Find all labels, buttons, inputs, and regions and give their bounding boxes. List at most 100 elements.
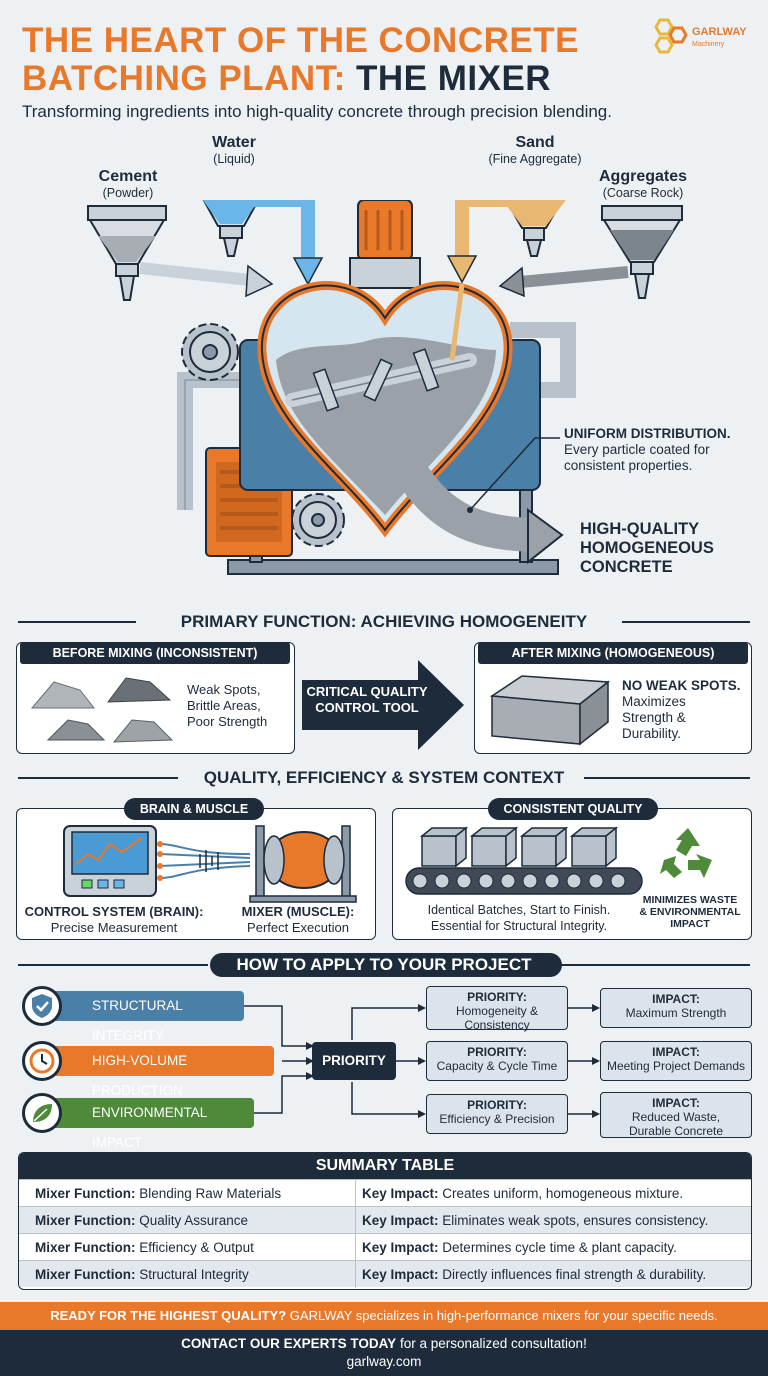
summary-table: SUMMARY TABLE Mixer Function: Blending R… bbox=[18, 1152, 752, 1290]
apply-heading-text: HOW TO APPLY TO YOUR PROJECT bbox=[236, 955, 532, 974]
row-key: Mixer Function: bbox=[35, 1267, 136, 1282]
divider bbox=[560, 964, 750, 966]
row-value: Efficiency & Output bbox=[139, 1240, 254, 1255]
row-key: Key Impact: bbox=[362, 1213, 439, 1228]
contact-bold: CONTACT OUR EXPERTS TODAY bbox=[181, 1336, 397, 1351]
after-mixing-text: NO WEAK SPOTS. Maximizes Strength & Dura… bbox=[622, 678, 741, 742]
cement-desc: (Powder) bbox=[102, 186, 154, 200]
row-key: Key Impact: bbox=[362, 1240, 439, 1255]
table-row: Mixer Function: Blending Raw Materials K… bbox=[19, 1179, 751, 1207]
row-value: Quality Assurance bbox=[139, 1213, 249, 1228]
after-title: NO WEAK SPOTS. bbox=[622, 678, 741, 693]
priority-title: PRIORITY: bbox=[467, 1045, 527, 1059]
uniform-distribution-callout: UNIFORM DISTRIBUTION. Every particle coa… bbox=[564, 426, 744, 474]
clock-icon bbox=[22, 1041, 62, 1081]
shield-icon bbox=[22, 986, 62, 1026]
output-line-2: HOMOGENEOUS bbox=[580, 539, 714, 557]
before-mixing-tab: BEFORE MIXING (INCONSISTENT) bbox=[20, 642, 290, 664]
before-text-line: Brittle Areas, bbox=[187, 698, 261, 713]
row-value: Directly influences final strength & dur… bbox=[442, 1267, 707, 1282]
gear-icon bbox=[291, 493, 345, 547]
aggregates-hopper-icon bbox=[601, 205, 683, 299]
brain-label-text: Precise Measurement bbox=[50, 920, 178, 935]
callout-title: UNIFORM DISTRIBUTION. bbox=[564, 426, 731, 441]
contact-banner: CONTACT OUR EXPERTS TODAY for a personal… bbox=[0, 1330, 768, 1376]
impact-title: IMPACT: bbox=[652, 1096, 700, 1110]
priority-text: Capacity & Cycle Time bbox=[436, 1059, 558, 1073]
quality-heading: QUALITY, EFFICIENCY & SYSTEM CONTEXT bbox=[18, 766, 750, 790]
brain-label: CONTROL SYSTEM (BRAIN): Precise Measurem… bbox=[24, 904, 204, 936]
summary-heading: SUMMARY TABLE bbox=[19, 1153, 751, 1179]
consistent-quality-tab: CONSISTENT QUALITY bbox=[488, 798, 658, 820]
rubble-piles-icon bbox=[30, 677, 174, 743]
impact-text: Meeting Project Demands bbox=[606, 1059, 746, 1073]
high-volume-production-pill[interactable]: HIGH-VOLUME PRODUCTION bbox=[36, 1046, 274, 1098]
mixer-illustration bbox=[87, 200, 683, 575]
recycle-icon bbox=[660, 828, 712, 878]
impact-box: IMPACT: Reduced Waste, Durable Concrete bbox=[600, 1092, 752, 1138]
title-line-2b: THE MIXER bbox=[356, 59, 552, 98]
logo-text: GARLWAY bbox=[692, 26, 747, 38]
callout-text: Every particle coated for consistent pro… bbox=[564, 442, 710, 473]
website-link[interactable]: garlway.com bbox=[346, 1354, 422, 1369]
waste-text-line: IMPACT bbox=[670, 918, 710, 930]
sand-hopper-icon bbox=[502, 200, 566, 257]
divider bbox=[18, 964, 208, 966]
cement-hopper-icon bbox=[87, 205, 167, 301]
impact-text: Maximum Strength bbox=[625, 1006, 727, 1020]
motor-icon bbox=[349, 200, 421, 289]
environmental-impact-pill[interactable]: ENVIRONMENTAL IMPACT bbox=[36, 1098, 254, 1150]
brain-muscle-tab: BRAIN & MUSCLE bbox=[124, 798, 264, 820]
muscle-label-text: Perfect Execution bbox=[247, 920, 349, 935]
row-key: Key Impact: bbox=[362, 1186, 439, 1201]
brain-label-title: CONTROL SYSTEM (BRAIN): bbox=[24, 904, 204, 919]
before-text-line: Weak Spots, bbox=[187, 682, 261, 697]
arrow-text-line: CRITICAL QUALITY bbox=[306, 684, 428, 699]
after-mixing-tab: AFTER MIXING (HOMOGENEOUS) bbox=[478, 642, 748, 664]
row-value: Eliminates weak spots, ensures consisten… bbox=[442, 1213, 709, 1228]
after-text-line: Strength & bbox=[622, 710, 686, 725]
monitor-icon bbox=[63, 825, 157, 897]
concrete-block-icon bbox=[489, 675, 610, 746]
structural-integrity-pill[interactable]: STRUCTURAL INTEGRITY bbox=[36, 991, 244, 1043]
sand-desc: (Fine Aggregate) bbox=[488, 152, 582, 166]
output-line-3: CONCRETE bbox=[580, 558, 673, 576]
water-label: Water bbox=[212, 134, 256, 151]
priority-box: PRIORITY: Efficiency & Precision bbox=[426, 1094, 568, 1134]
priority-box: PRIORITY: Capacity & Cycle Time bbox=[426, 1041, 568, 1081]
cta-banner: READY FOR THE HIGHEST QUALITY? GARLWAY s… bbox=[0, 1302, 768, 1330]
muscle-label: MIXER (MUSCLE): Perfect Execution bbox=[226, 904, 370, 936]
apply-heading-bg bbox=[210, 953, 562, 977]
heart-mixer-drum-icon bbox=[257, 281, 513, 538]
output-line-1: HIGH-QUALITY bbox=[580, 520, 700, 538]
output-label: HIGH-QUALITY HOMOGENEOUS CONCRETE bbox=[580, 520, 714, 577]
consistent-text: Identical Batches, Start to Finish. Esse… bbox=[404, 902, 634, 934]
waste-text-line: & ENVIRONMENTAL bbox=[639, 906, 741, 918]
cta-bold: READY FOR THE HIGHEST QUALITY? bbox=[50, 1308, 287, 1323]
before-text-line: Poor Strength bbox=[187, 714, 268, 729]
row-key: Mixer Function: bbox=[35, 1240, 136, 1255]
divider bbox=[18, 621, 136, 623]
logo-subtext: Machinery bbox=[692, 41, 725, 48]
row-key: Key Impact: bbox=[362, 1267, 439, 1282]
title-line-2a: BATCHING PLANT: bbox=[22, 59, 346, 98]
waste-label: MINIMIZES WASTE & ENVIRONMENTAL IMPACT bbox=[632, 894, 748, 930]
title-line-1: THE HEART OF THE CONCRETE bbox=[22, 21, 579, 60]
row-value: Determines cycle time & plant capacity. bbox=[442, 1240, 677, 1255]
waste-text-line: MINIMIZES WASTE bbox=[642, 894, 738, 906]
apply-flow-connectors bbox=[244, 1004, 600, 1118]
impact-title: IMPACT: bbox=[652, 1045, 700, 1059]
priority-text: Efficiency & Precision bbox=[439, 1112, 555, 1126]
divider bbox=[622, 621, 750, 623]
garlway-logo[interactable]: GARLWAY Machinery bbox=[648, 16, 752, 62]
row-key: Mixer Function: bbox=[35, 1213, 136, 1228]
before-mixing-text: Weak Spots, Brittle Areas, Poor Strength bbox=[187, 682, 291, 730]
row-value: Structural Integrity bbox=[139, 1267, 249, 1282]
impact-box: IMPACT: Meeting Project Demands bbox=[600, 1041, 752, 1081]
contact-text: for a personalized consultation! bbox=[399, 1336, 587, 1351]
arrow-text-line: CONTROL TOOL bbox=[315, 700, 419, 715]
quality-heading-text: QUALITY, EFFICIENCY & SYSTEM CONTEXT bbox=[203, 768, 565, 787]
impact-box: IMPACT: Maximum Strength bbox=[600, 988, 752, 1028]
after-text-line: Durability. bbox=[622, 726, 682, 741]
divider bbox=[584, 777, 750, 779]
